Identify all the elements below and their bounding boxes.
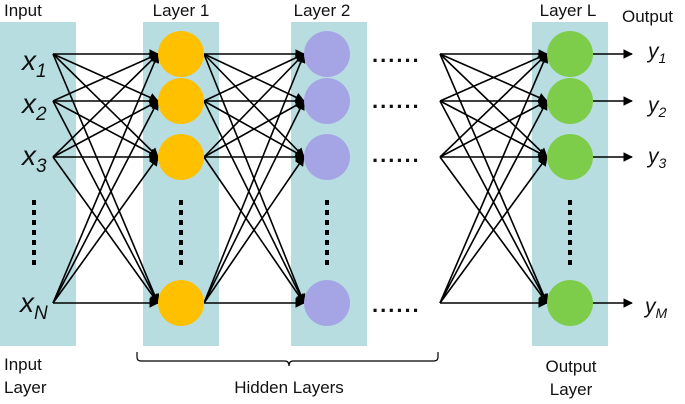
edge-l1-l2-2-0 (203, 53, 305, 158)
layer2-vdots-dot-4 (325, 240, 329, 245)
layer1-node-3 (158, 280, 204, 326)
layerL-vdots-dot-2 (568, 220, 572, 225)
edge-input-l1-2-0 (52, 53, 159, 158)
layerL-node-1 (547, 78, 593, 124)
layer1-vdots-dot-1 (179, 210, 183, 215)
layer1-vdots-dot-4 (179, 240, 183, 245)
neuron-nodes (158, 31, 593, 326)
input-x3: x3 (20, 140, 47, 177)
layer2-vdots-dot-6 (325, 260, 329, 265)
layer2-node-2 (304, 134, 350, 180)
hidden-layers-brace (136, 352, 439, 367)
edge-l1-l2-3-0 (203, 53, 306, 304)
layer1-vdots-dot-3 (179, 230, 183, 235)
input-vdots-dot-5 (32, 250, 36, 255)
input-band (0, 22, 76, 346)
gap-dots-row1: ...... (372, 42, 421, 67)
layerL-node-2 (547, 134, 593, 180)
input-vdots-dot-3 (32, 230, 36, 235)
header-output: Output (622, 7, 673, 26)
layer2-vdots-dot-1 (325, 210, 329, 215)
layer1-vdots-dot-6 (179, 260, 183, 265)
layerL-node-0 (547, 31, 593, 77)
layer1-node-2 (158, 134, 204, 180)
layer2-node-1 (304, 78, 350, 124)
layerL-vdots-dot-4 (568, 240, 572, 245)
layerL-vdots-dot-5 (568, 250, 572, 255)
output-y1: y1 (646, 40, 666, 66)
gap-dots-row3: ...... (372, 142, 421, 167)
input-vdots-dot-1 (32, 210, 36, 215)
input-x1: x1 (20, 45, 47, 82)
edge-l1-l2-2-1 (203, 100, 305, 158)
header-layer1: Layer 1 (153, 1, 210, 20)
layerL-vdots-dot-6 (568, 260, 572, 265)
edge-input-l1-1-0 (52, 53, 159, 102)
edge-gap-lL-3-2 (439, 156, 548, 304)
input-vdots-dot-4 (32, 240, 36, 245)
layerL-vdots-dot-1 (568, 210, 572, 215)
edge-l1-l2-3-1 (203, 100, 305, 304)
edge-input-l1-3-1 (52, 100, 159, 304)
layer2-vdots-dot-5 (325, 250, 329, 255)
output-y2: y2 (646, 94, 667, 120)
input-layer-label-line2: Layer (4, 378, 47, 397)
output-arrows (593, 49, 633, 308)
edge-l1-l2-1-0 (203, 53, 305, 102)
edge-gap-lL-2-0 (439, 53, 548, 158)
output-yM: yM (643, 295, 668, 321)
layerL-vdots-dot-0 (568, 200, 572, 205)
edge-gap-lL-3-1 (439, 100, 548, 304)
layer2-node-3 (304, 280, 350, 326)
output-layer-label-line1: Output (545, 357, 596, 376)
header-layer2: Layer 2 (294, 1, 351, 20)
layer2-vdots-dot-0 (325, 200, 329, 205)
vertical-ellipsis-dots (32, 200, 572, 265)
layer1-vdots-dot-2 (179, 220, 183, 225)
edge-input-l1-2-1 (52, 100, 159, 158)
output-layer-label-line2: Layer (550, 380, 593, 399)
edge-l1-l2-3-2 (203, 156, 305, 304)
layer2-node-0 (304, 31, 350, 77)
layerL-node-3 (547, 280, 593, 326)
input-layer-label-line1: Input (4, 355, 42, 374)
edge-gap-lL-3-0 (439, 53, 548, 304)
layer2-vdots-dot-2 (325, 220, 329, 225)
input-vdots-dot-2 (32, 220, 36, 225)
layer1-vdots-dot-5 (179, 250, 183, 255)
hidden-layers-label: Hidden Layers (234, 378, 344, 397)
layer1-node-0 (158, 31, 204, 77)
gap-dots-row4: ...... (372, 292, 421, 317)
edge-input-l1-3-0 (52, 53, 160, 304)
edge-input-l1-3-2 (52, 156, 159, 304)
input-x2: x2 (20, 88, 47, 125)
edge-gap-lL-1-0 (439, 53, 548, 102)
gap-dots-row2: ...... (372, 88, 421, 113)
input-xN: xN (18, 287, 48, 324)
layer1-vdots-dot-0 (179, 200, 183, 205)
input-vdots-dot-6 (32, 260, 36, 265)
connection-edges (52, 49, 548, 308)
layerL-vdots-dot-3 (568, 230, 572, 235)
header-layerL: Layer L (540, 1, 597, 20)
header-input: Input (4, 1, 42, 20)
input-vdots-dot-0 (32, 200, 36, 205)
layer2-vdots-dot-3 (325, 230, 329, 235)
layer1-node-1 (158, 78, 204, 124)
edge-gap-lL-2-1 (439, 100, 548, 158)
output-y3: y3 (646, 145, 667, 171)
